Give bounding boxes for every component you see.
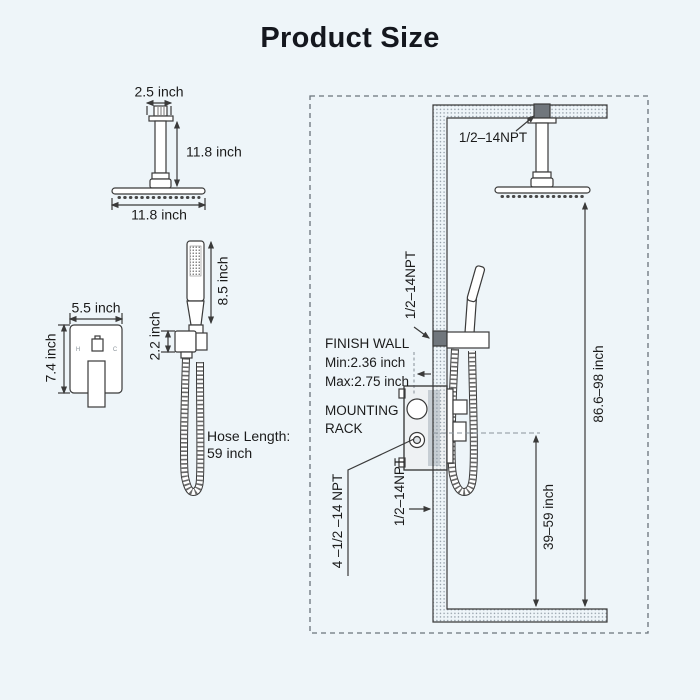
ceiling-connection-label: 1/2–14NPT (458, 129, 528, 145)
hose-length-value: 59 inch (207, 445, 253, 461)
overhead-height-range: 86.6–98 inch (590, 345, 606, 423)
rack-connections-label: 4 –1/2 –14 NPT (329, 473, 345, 569)
dim-plate-height: 7.4 inch (42, 333, 59, 383)
wall-connection-label: 1/2–14NPT (402, 250, 418, 320)
valve-height-range: 39–59 inch (540, 483, 556, 551)
page-title: Product Size (260, 22, 440, 54)
installation-drawing (309, 95, 649, 634)
valve-trim-drawing (58, 313, 124, 408)
finish-wall-max: Max:2.75 inch (325, 374, 410, 389)
hose-length-label: Hose Length: (207, 428, 291, 444)
cold-mark: C (112, 346, 118, 353)
dim-head-diameter: 11.8 inch (131, 206, 187, 223)
mounting-rack-label-2: RACK (325, 421, 363, 436)
finish-wall-title: FINISH WALL (325, 336, 410, 351)
dim-wand-length: 8.5 inch (214, 256, 231, 306)
dim-plate-width: 5.5 inch (71, 299, 121, 316)
supply-connection-label: 1/2–14NPT (391, 457, 407, 527)
mounting-rack-label-1: MOUNTING (325, 403, 399, 418)
overhead-shower-drawing (110, 99, 207, 210)
hand-shower-drawing (161, 240, 215, 497)
dim-arm-drop: 11.8 inch (186, 143, 242, 160)
dim-holder-height: 2.2 inch (146, 311, 163, 361)
dim-arm-flange-width: 2.5 inch (134, 83, 184, 100)
finish-wall-min: Min:2.36 inch (325, 355, 406, 370)
hot-mark: H (75, 346, 81, 353)
